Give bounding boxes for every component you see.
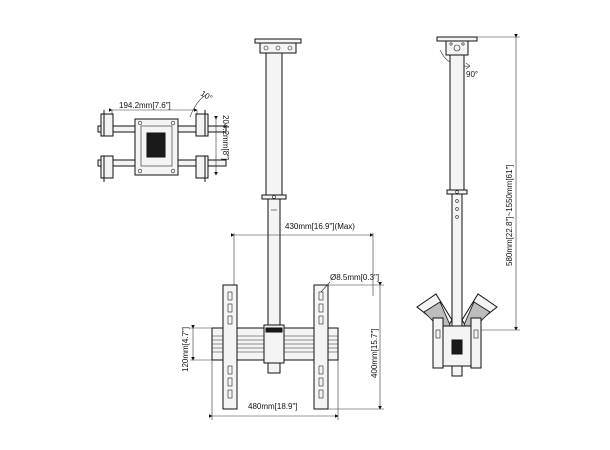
arm-width-label: 430mm[16.9"](Max) (285, 222, 355, 231)
tilt-angle-label: 90° (466, 70, 478, 79)
height-range-label: 580mm[22.8"]~1550mm[61"] (505, 164, 514, 266)
front-view: 430mm[16.9"](Max) (181, 38, 384, 420)
left-rail-holes (227, 291, 233, 399)
top-view: 194.2mm[7.6"] 204.2mm[8"] 10° (97, 89, 230, 182)
side-view: 90° 580mm[22.8"]~1550mm[61"] (416, 34, 520, 377)
hole-diameter-label: Ø8.5mm[0.3"] (330, 273, 379, 282)
right-rail-holes (318, 291, 324, 399)
top-width-label: 194.2mm[7.6"] (119, 101, 171, 110)
top-height-label: 204.2mm[8"] (221, 115, 230, 160)
total-width-label: 480mm[18.9"] (248, 402, 298, 411)
vesa-v-label: 400mm[15.7"] (370, 328, 379, 378)
pole-holes (455, 190, 459, 219)
vesa-h-label: 120mm[4.7"] (181, 327, 190, 372)
top-angle-label: 10° (199, 89, 214, 103)
